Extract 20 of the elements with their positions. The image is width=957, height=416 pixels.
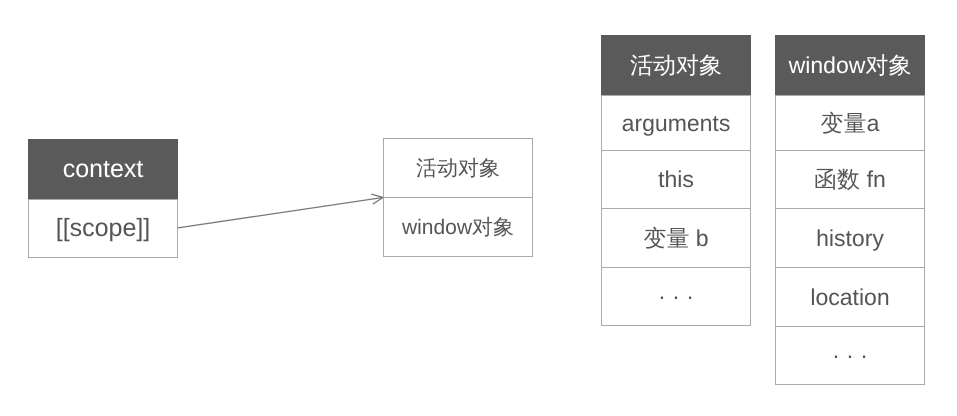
- table-frame: [775, 35, 925, 385]
- table-row: · · ·: [776, 326, 924, 384]
- table-row: location: [776, 267, 924, 326]
- list-frame: [383, 138, 533, 257]
- table-header: 活动对象: [601, 35, 751, 95]
- list-row: window对象: [384, 197, 532, 256]
- table-frame: [601, 35, 751, 326]
- table-row: · · ·: [602, 267, 750, 325]
- table-header: window对象: [775, 35, 925, 95]
- table-row: 变量 b: [602, 208, 750, 267]
- table-row: arguments: [602, 95, 750, 150]
- table-row: this: [602, 150, 750, 208]
- table-header: context: [28, 139, 178, 199]
- arrow: [176, 194, 384, 229]
- table-row: [[scope]]: [29, 199, 177, 257]
- table-frame: [28, 139, 178, 258]
- table-row: 变量a: [776, 95, 924, 150]
- list-row: 活动对象: [384, 139, 532, 197]
- table-row: 函数 fn: [776, 150, 924, 208]
- table-row: history: [776, 208, 924, 267]
